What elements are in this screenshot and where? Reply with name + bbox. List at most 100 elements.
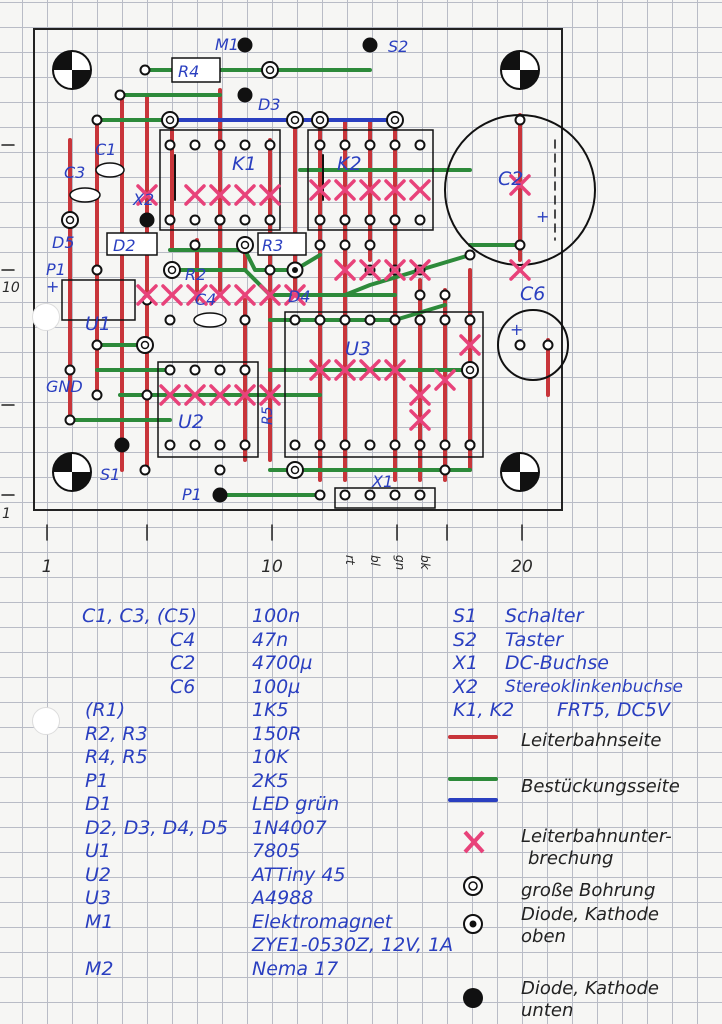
solder-pad [214,214,226,226]
part-ref: U2 [85,863,111,886]
solder-pad [314,214,326,226]
solder-pad [189,139,201,151]
trace-break-cross [509,259,531,281]
solder-pad [389,139,401,151]
trace-break-cross [384,259,406,281]
part-ref: D1 [85,793,112,815]
legend-label: große Bohrung [521,880,656,901]
part-value: 1K5 [252,699,289,721]
large-hole-inner [167,265,177,275]
trace-break-cross [234,284,256,306]
solder-pad [189,214,201,226]
solder-pad [364,439,376,451]
solder-pad [214,439,226,451]
large-hole [461,361,479,379]
solder-pad [364,314,376,326]
legend-large-hole-inner [468,881,478,891]
part-ref: R2, R3 [85,722,148,745]
solder-pad [239,314,251,326]
diode-cathode-top-dot [292,267,298,273]
legend-label: brechung [528,848,614,869]
solder-pad [439,464,451,476]
resistor-r4 [171,57,221,83]
solder-pad [389,489,401,501]
trace-break-cross [234,384,256,406]
board-label-r5: R5 [260,406,276,425]
relay-k2-outline [307,129,434,231]
trace-break-cross [209,284,231,306]
diode-cathode-bottom [139,212,155,228]
trace-break-cross [186,284,208,306]
large-hole-inner [240,240,250,250]
part-ref: C4 [170,628,196,651]
wire-label-gn: gn [393,555,407,570]
legend-label: unten [521,1000,574,1021]
diode-cathode-bottom [212,487,228,503]
large-hole-inner [140,340,150,350]
wire-label-bl: bl [368,555,382,567]
legend-large-hole [463,876,483,896]
solder-pad [264,214,276,226]
board-label-c6: C6 [520,283,545,305]
mounting-hole-fill [520,472,539,491]
board-label-d5: D5 [52,233,75,252]
solder-pad [314,314,326,326]
board-label-u1: U1 [85,313,111,335]
legend-diode-top-dot [469,920,477,928]
trace-break-cross [259,284,281,306]
large-hole-inner [265,65,275,75]
solder-pad [239,439,251,451]
solder-pad [339,139,351,151]
board-label-gnd: GND [46,377,83,396]
solder-pad [514,239,526,251]
trace-break-cross [359,259,381,281]
trace-break-cross [136,184,158,206]
trace-break-cross [184,184,206,206]
diode-d2 [106,232,158,256]
capacitor-c4 [193,312,227,328]
mounting-hole-fill [72,70,91,89]
mounting-hole-fill [520,70,539,89]
board-label-c4: C4 [195,290,216,309]
u3-outline [284,311,484,458]
switch-ref: S2 [453,628,478,651]
trace-break-cross [359,179,381,201]
solder-pad [239,364,251,376]
part-ref: D2, D3, D4, D5 [85,816,229,839]
legend-label: Diode, Kathode [521,904,659,925]
board-label-s2: S2 [388,37,408,56]
solder-pad [414,214,426,226]
relay-k1-outline [159,129,281,231]
solder-pad [339,214,351,226]
solder-pad [239,139,251,151]
solder-pad [414,139,426,151]
solder-pad [464,314,476,326]
board-label-c2: C2 [498,168,523,190]
large-hole [136,336,154,354]
switch-value: FRT5, DC5V [557,699,670,721]
solder-pad [91,264,103,276]
connector-x1 [334,487,436,509]
trace-break-cross [209,384,231,406]
part-value: Elektromagnet [252,910,393,933]
u1-outline [61,279,136,321]
solder-pad [414,314,426,326]
trace-break-cross [284,284,306,306]
trace-break-cross [334,179,356,201]
board-label-plus_c6: + [510,320,523,339]
switch-value: Stereoklinkenbuchse [505,676,683,697]
board-label-p1-plus: P1 [46,260,66,279]
trace-break-cross [234,184,256,206]
wire-label-rt: rt [343,555,357,566]
green-trace [168,248,322,272]
punch-hole-top [32,303,60,331]
trace-break-cross [334,259,356,281]
large-hole [236,236,254,254]
board-label-d4: D4 [288,287,311,306]
solder-pad [164,139,176,151]
large-hole-inner [465,365,475,375]
board-label-k1: K1 [232,153,257,175]
part-value: 10K [252,746,289,768]
legend-diode-bottom [463,988,483,1008]
